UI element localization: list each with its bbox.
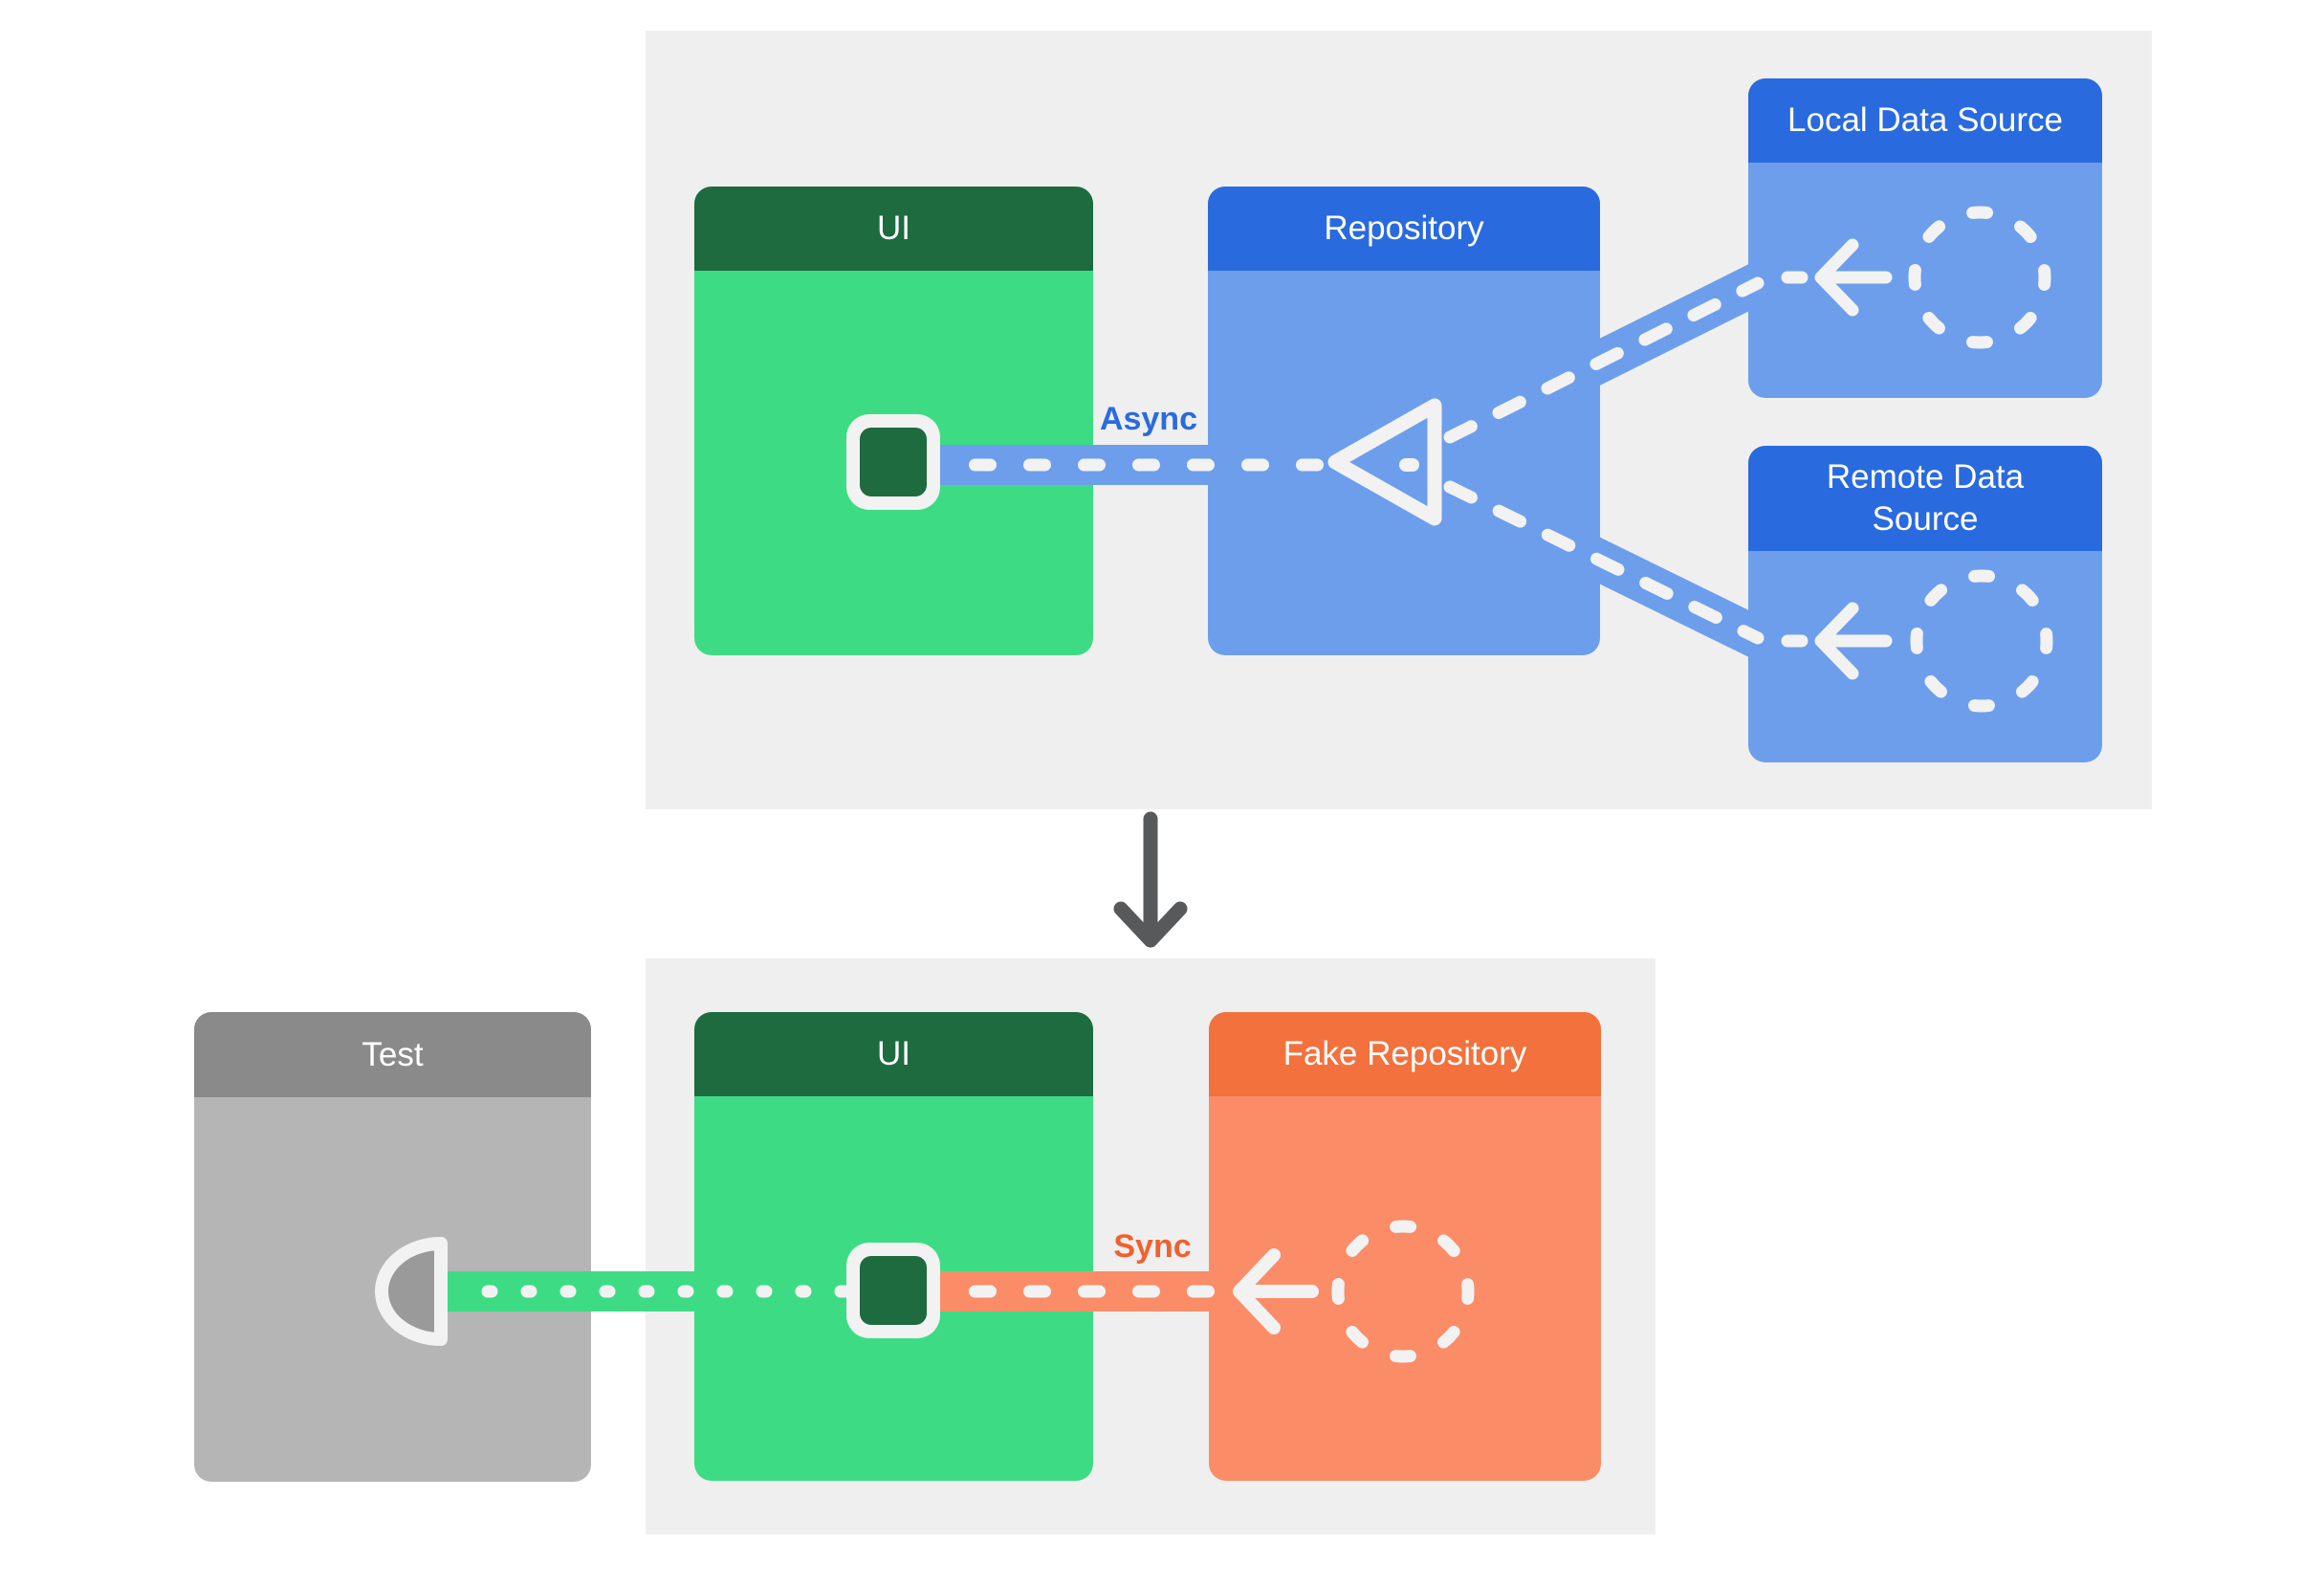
ui-box-bottom: UI: [694, 1012, 1093, 1481]
fake-repository-box: Fake Repository: [1209, 1012, 1601, 1481]
test-box-title: Test: [362, 1035, 424, 1073]
ui-box-top: UI: [694, 187, 1093, 655]
local-data-source-box: Local Data Source: [1748, 78, 2102, 398]
fake-repository-header: Fake Repository: [1209, 1012, 1601, 1096]
local-data-source-header: Local Data Source: [1748, 78, 2102, 163]
ui-box-top-title: UI: [877, 209, 910, 248]
test-box: Test: [194, 1012, 591, 1482]
remote-data-source-title: Remote Data Source: [1826, 458, 2025, 538]
arrow-down-icon: [1113, 901, 1188, 948]
sync-label: Sync: [1113, 1228, 1192, 1265]
repository-box-title: Repository: [1324, 209, 1484, 248]
repository-box: Repository: [1208, 187, 1600, 655]
ui-box-top-header: UI: [694, 187, 1093, 271]
repository-box-header: Repository: [1208, 187, 1600, 271]
async-label: Async: [1099, 401, 1197, 437]
test-box-header: Test: [194, 1012, 591, 1097]
ui-box-bottom-title: UI: [877, 1035, 910, 1073]
remote-data-source-box: Remote Data Source: [1748, 446, 2102, 762]
remote-data-source-header: Remote Data Source: [1748, 446, 2102, 551]
local-data-source-title: Local Data Source: [1787, 101, 2063, 140]
fake-repository-title: Fake Repository: [1283, 1035, 1527, 1073]
ui-box-bottom-header: UI: [694, 1012, 1093, 1096]
